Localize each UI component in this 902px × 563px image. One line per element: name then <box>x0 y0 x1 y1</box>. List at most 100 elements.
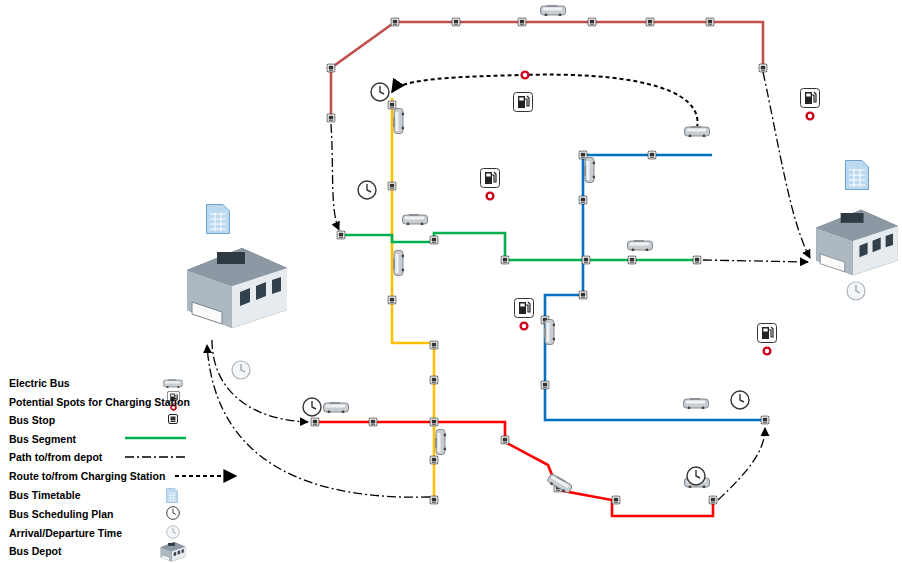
drawing-part <box>303 398 321 416</box>
bus-stop <box>452 18 460 26</box>
drawing-part <box>125 456 186 457</box>
bus-stop <box>501 436 509 444</box>
bus-stop <box>388 296 396 304</box>
depot-paths <box>207 72 810 500</box>
legend-label: Path to/from depot <box>9 451 102 464</box>
bus-stop <box>430 236 438 244</box>
bus-stop <box>337 231 345 239</box>
legend-label: Bus Scheduling Plan <box>9 508 113 521</box>
legend-label: Potential Spots for Charging Station <box>9 396 190 409</box>
bus-stop <box>759 64 767 72</box>
drawing-part <box>816 210 898 275</box>
legend-label: Bus Segment <box>9 433 76 446</box>
bus-stop <box>628 256 636 264</box>
drawing-part <box>703 260 808 262</box>
legend-samples <box>125 379 236 561</box>
bus-stop <box>648 151 656 159</box>
drawing-part <box>167 526 180 539</box>
drawing-part <box>393 109 404 134</box>
drawing-part <box>166 488 178 503</box>
bus-stop <box>761 416 769 424</box>
bus-stop <box>612 496 620 504</box>
bus-stop <box>706 18 714 26</box>
drawing-part <box>169 415 178 424</box>
bus-stop <box>388 182 396 190</box>
bus-stop <box>327 114 335 122</box>
drawing-part <box>167 391 179 403</box>
drawing-part <box>371 83 389 101</box>
drawing-part <box>207 345 430 497</box>
drawing-part <box>392 98 434 500</box>
drawing-part <box>684 398 709 409</box>
drawing-part <box>161 542 185 562</box>
drawing-part <box>731 391 749 409</box>
drawing-part <box>544 320 555 345</box>
bus-stop <box>646 18 654 26</box>
drawing-part <box>175 475 236 477</box>
legend-label: Bus Depot <box>9 545 62 558</box>
drawing-part <box>358 181 376 199</box>
bus-stop <box>693 256 701 264</box>
drawing-part <box>315 422 713 516</box>
drawing-part <box>403 214 428 225</box>
drawing-part <box>393 251 404 276</box>
legend-label: Route to/from Charging Station <box>9 470 165 483</box>
drawing-part <box>232 361 250 379</box>
drawing-part <box>764 348 771 355</box>
drawing-part <box>487 193 494 200</box>
drawing-part <box>163 379 182 388</box>
bus-stop <box>588 18 596 26</box>
drawing-part <box>324 402 349 413</box>
drawing-part <box>847 282 865 300</box>
drawing-part <box>628 240 653 251</box>
drawing-part <box>187 248 287 328</box>
bus-stop <box>430 418 438 426</box>
drawing-part <box>546 472 573 494</box>
bus-stop <box>501 256 509 264</box>
drawing-part <box>718 428 765 500</box>
drawing-part <box>545 155 765 420</box>
drawing-part <box>541 5 566 16</box>
bus-stop <box>388 101 396 109</box>
drawing-part <box>331 22 763 118</box>
bus-stop <box>541 381 549 389</box>
drawing-part <box>584 158 595 183</box>
drawing-part <box>331 124 339 230</box>
drawing-part <box>171 405 176 410</box>
bus-stops <box>311 18 769 504</box>
drawing-part <box>435 430 446 455</box>
drawing-part <box>687 467 705 485</box>
drawing-part <box>212 340 308 422</box>
drawing-part <box>522 72 529 79</box>
bus-stop <box>709 496 717 504</box>
bus-stop <box>579 196 587 204</box>
bus-segments <box>315 22 765 516</box>
drawing-part <box>167 507 180 520</box>
bus-stop <box>582 256 590 264</box>
drawing-part <box>515 299 534 318</box>
drawing-part <box>758 324 777 343</box>
legend-label: Bus Timetable <box>9 489 81 502</box>
bus-stop <box>327 64 335 72</box>
bus-stop <box>311 418 319 426</box>
bus-stop <box>430 341 438 349</box>
legend-label: Electric Bus <box>9 377 70 390</box>
bus-stop <box>430 376 438 384</box>
drawing-part <box>807 113 814 120</box>
bus-stop <box>430 496 438 504</box>
bus-stop <box>518 18 526 26</box>
drawing-part <box>846 161 869 190</box>
drawing-part <box>481 169 500 188</box>
bus-stop <box>430 456 438 464</box>
legend-label: Arrival/Departure Time <box>9 527 122 540</box>
drawing-part <box>801 89 820 108</box>
charging-route <box>392 75 698 128</box>
drawing-part <box>685 126 710 137</box>
legend-label: Bus Stop <box>9 414 55 427</box>
bus-stop <box>369 418 377 426</box>
bus-stop <box>391 18 399 26</box>
drawing-part <box>125 437 186 440</box>
drawing-part <box>207 205 230 234</box>
